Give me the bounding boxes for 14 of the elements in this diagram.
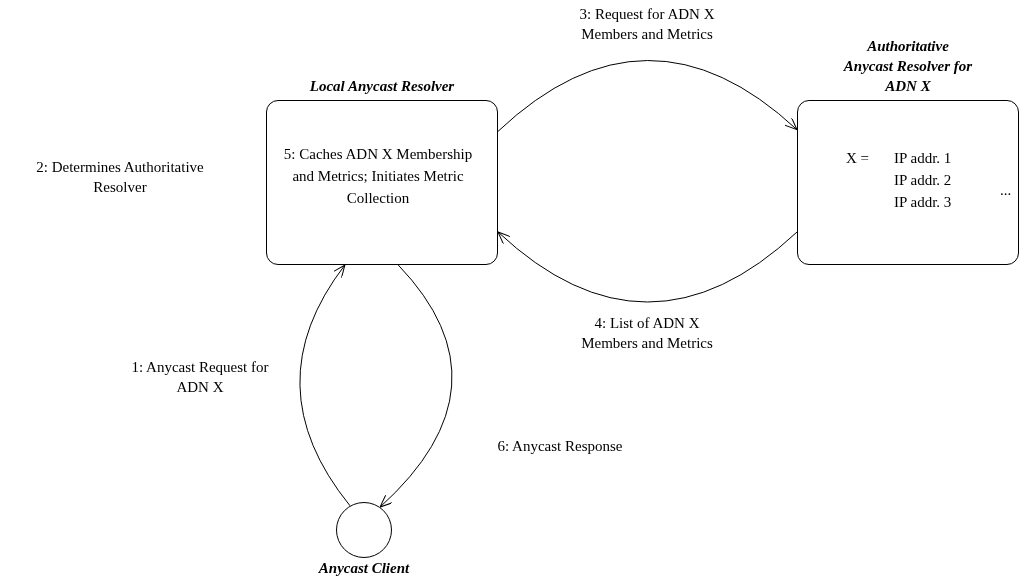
box-text: IP addr. 3	[894, 193, 953, 212]
note-label: 2: Determines Authoritative Resolver	[35, 158, 205, 197]
box-text: 5: Caches ADN X Membership and Metrics; Initiates Metric Collection	[282, 145, 474, 208]
arrow	[497, 231, 798, 303]
box-text: IP addr. 1	[894, 149, 953, 168]
node-heading: Authoritative Anycast Resolver for ADN X	[843, 37, 973, 96]
box-text: IP addr. 2	[894, 171, 953, 190]
box-text: X =	[846, 149, 871, 168]
box-text: ...	[1000, 181, 1013, 200]
node-heading: Anycast Client	[318, 559, 410, 577]
arrow	[379, 264, 453, 508]
arrow	[497, 60, 798, 132]
node-heading: Local Anycast Resolver	[309, 77, 455, 96]
arrow	[299, 264, 351, 507]
